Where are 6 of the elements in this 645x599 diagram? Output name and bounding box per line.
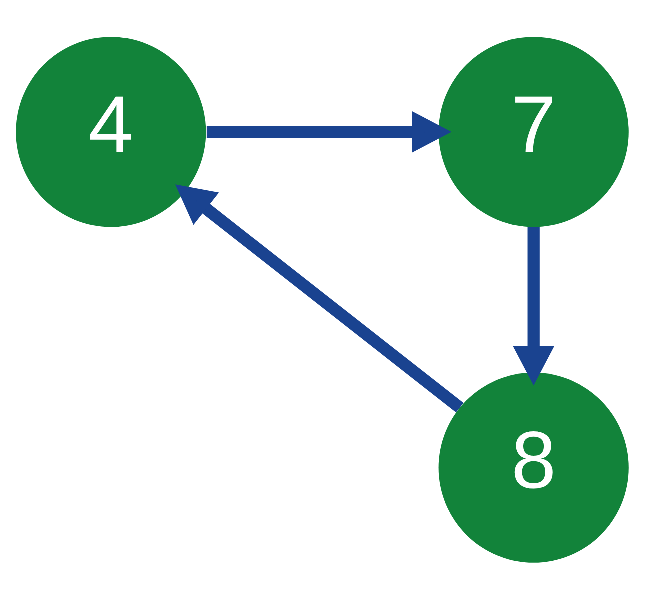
arrow [175, 184, 464, 412]
arrow [513, 226, 554, 386]
node-circle: 4 [16, 36, 206, 227]
arrow [206, 110, 452, 152]
node-circle: 8 [438, 372, 629, 562]
node-circle: 7 [438, 36, 629, 227]
